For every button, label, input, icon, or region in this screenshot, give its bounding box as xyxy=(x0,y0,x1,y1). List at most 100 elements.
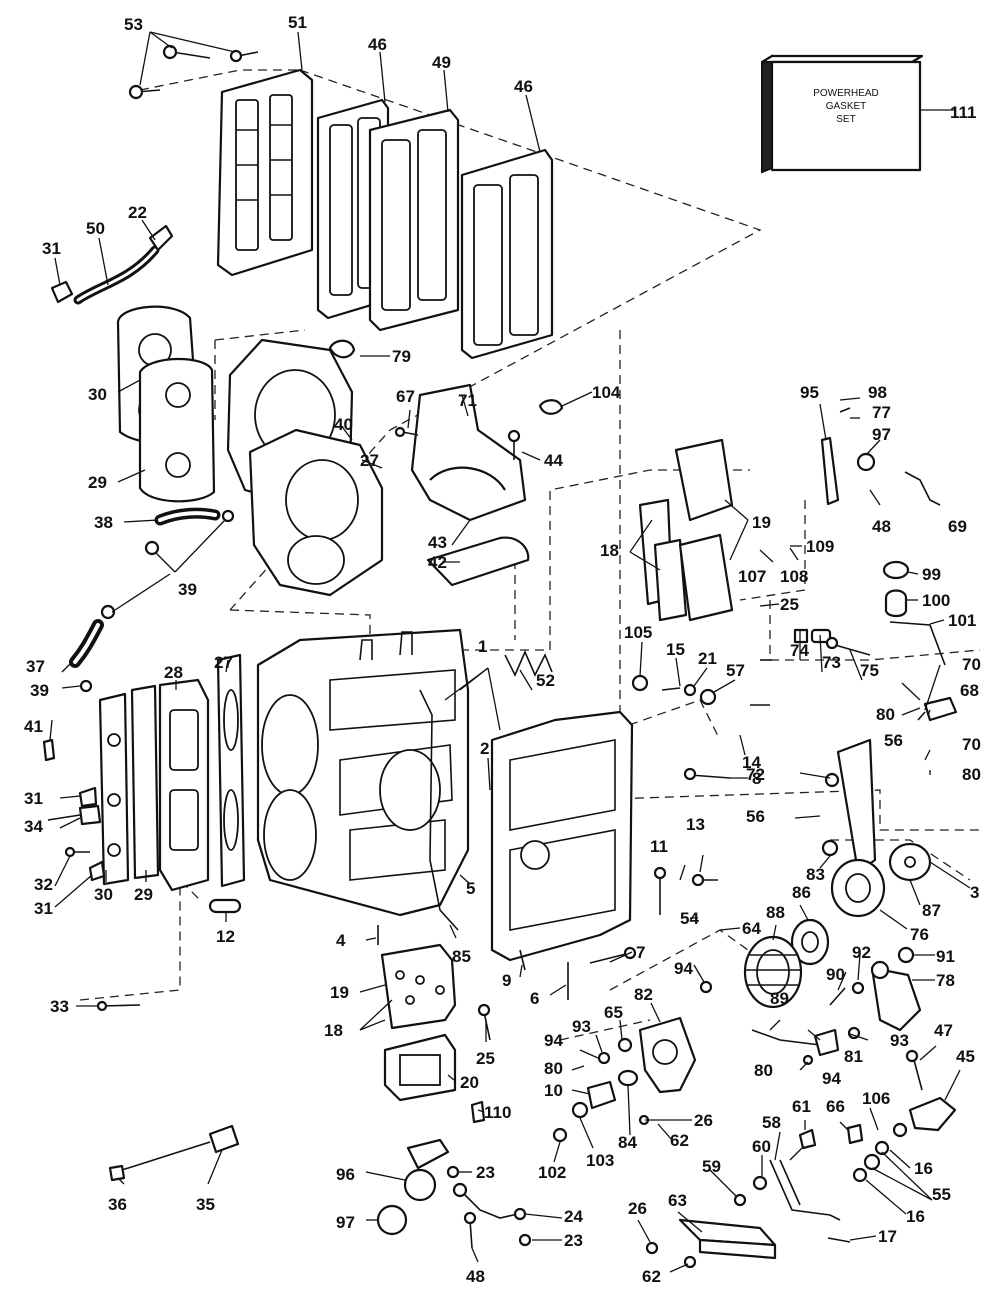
gasket-27-left xyxy=(216,653,246,888)
callout: 33 xyxy=(50,997,69,1016)
callout: 80 xyxy=(754,1061,773,1080)
gasket-49 xyxy=(368,108,460,332)
throttle-cam-76 xyxy=(824,738,886,918)
callout: 80 xyxy=(544,1059,563,1078)
callout: 67 xyxy=(396,387,415,406)
small-parts-105-15-21-57 xyxy=(631,659,772,706)
dowel-12 xyxy=(208,898,242,914)
wire-24 xyxy=(452,1182,527,1221)
callout: 40 xyxy=(334,415,353,434)
screw-73-75-74 xyxy=(793,628,871,656)
callout: 83 xyxy=(806,865,825,884)
callout: 19 xyxy=(752,513,771,532)
callout: 42 xyxy=(428,553,447,572)
leader-lines xyxy=(49,31,971,1273)
callout: 52 xyxy=(536,671,555,690)
grommets-39 xyxy=(79,519,226,693)
callout: 18 xyxy=(324,1021,343,1040)
callout: 43 xyxy=(428,533,447,552)
callout: 6 xyxy=(530,989,539,1008)
callout: 7 xyxy=(636,943,645,962)
callout: 93 xyxy=(572,1017,591,1036)
callout: 58 xyxy=(762,1113,781,1132)
callout: 110 xyxy=(484,1103,511,1122)
callout: 25 xyxy=(476,1049,495,1068)
reed-plate-18-19 xyxy=(638,438,734,622)
callout: 98 xyxy=(868,383,887,402)
callout: 109 xyxy=(806,537,834,556)
callout: 69 xyxy=(948,517,967,536)
callout: 59 xyxy=(702,1157,721,1176)
callout: 10 xyxy=(544,1081,563,1100)
callout: 75 xyxy=(860,661,879,680)
callout: 8 xyxy=(752,769,761,788)
callout: 23 xyxy=(476,1163,495,1182)
callout: 27 xyxy=(360,451,379,470)
callout: 31 xyxy=(24,789,43,808)
callout-labels: 53 51 46 49 46 22 50 31 30 79 29 40 27 7… xyxy=(24,13,981,1286)
screw-25-lower xyxy=(477,1003,491,1041)
callout: 55 xyxy=(932,1185,951,1204)
lever-78 xyxy=(870,960,922,1032)
callout: 78 xyxy=(936,971,955,990)
callout: 44 xyxy=(544,451,563,470)
callout: 94 xyxy=(822,1069,841,1088)
callout: 13 xyxy=(686,815,705,834)
callout: 63 xyxy=(668,1191,687,1210)
callout: 97 xyxy=(336,1213,355,1232)
callout: 31 xyxy=(42,239,61,258)
hose-38 xyxy=(154,507,235,526)
gasket-46-b xyxy=(460,148,554,360)
exhaust-cover-51 xyxy=(216,68,314,277)
crankcase-half xyxy=(490,710,634,962)
crankcase-bolts xyxy=(377,767,731,1000)
callout: 37 xyxy=(26,657,45,676)
callout: 27 xyxy=(214,653,233,672)
gasket-box-line3: SET xyxy=(836,114,855,125)
callout: 70 xyxy=(962,735,981,754)
callout: 46 xyxy=(514,77,533,96)
callout: 103 xyxy=(586,1151,614,1170)
callout: 86 xyxy=(792,883,811,902)
callout: 106 xyxy=(862,1089,890,1108)
housing-82 xyxy=(638,1016,697,1094)
link-rod-101 xyxy=(889,621,946,666)
callout: 80 xyxy=(962,765,981,784)
head-gasket-29 xyxy=(138,357,216,503)
callout: 70 xyxy=(962,655,981,674)
callout: 68 xyxy=(960,681,979,700)
callout: 29 xyxy=(134,885,153,904)
callout: 48 xyxy=(872,517,891,536)
small-fittings-top xyxy=(328,339,564,460)
callout: 81 xyxy=(844,1047,863,1066)
callout: 61 xyxy=(792,1097,811,1116)
callout: 11 xyxy=(650,837,668,856)
bracket-45 xyxy=(905,1049,957,1132)
callout: 104 xyxy=(592,383,621,402)
callout: 88 xyxy=(766,903,785,922)
callout: 73 xyxy=(822,653,841,672)
callout: 24 xyxy=(564,1207,583,1226)
spring-69 xyxy=(904,471,941,506)
hose-37 xyxy=(69,604,116,668)
callout: 5 xyxy=(466,879,475,898)
assembly-dashed-lines xyxy=(79,69,981,1041)
callout: 34 xyxy=(24,817,43,836)
callout: 3 xyxy=(970,883,979,902)
cylinder-block xyxy=(256,628,470,917)
callout: 105 xyxy=(624,623,652,642)
fitting-10-84 xyxy=(586,1069,639,1110)
callout: 48 xyxy=(466,1267,485,1286)
cylinder-head-28 xyxy=(158,678,210,892)
callout: 18 xyxy=(600,541,619,560)
washer-83 xyxy=(821,839,839,857)
callout: 22 xyxy=(128,203,147,222)
bolt-48-lower xyxy=(463,1211,477,1249)
callout: 16 xyxy=(914,1159,933,1178)
bolt-33 xyxy=(96,1000,141,1012)
gasket-box-line2: GASKET xyxy=(826,101,867,112)
callout: 62 xyxy=(642,1267,661,1286)
callout: 26 xyxy=(694,1111,713,1130)
callout: 26 xyxy=(628,1199,647,1218)
callout: 36 xyxy=(108,1195,127,1214)
